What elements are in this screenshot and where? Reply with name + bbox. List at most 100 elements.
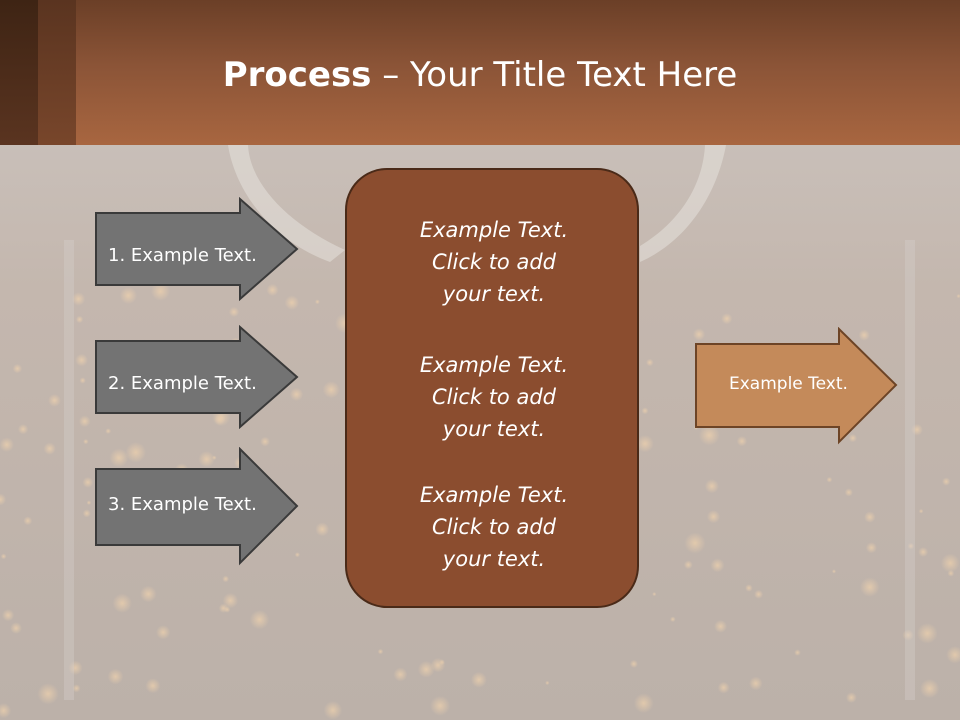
header-accent-medium [38,0,76,145]
bokeh-light [222,575,230,583]
bokeh-light [266,283,279,297]
bokeh-light [907,542,915,550]
bokeh-light [848,433,857,443]
bokeh-light [10,622,22,634]
bokeh-light [107,668,124,685]
bokeh-light [736,436,748,447]
bokeh-light [0,437,14,452]
center-block-3-line-1: Example Text. [419,483,569,507]
bokeh-light [140,585,157,603]
bokeh-light [214,414,226,426]
bokeh-light [105,428,112,434]
bokeh-light [918,547,929,557]
bokeh-light [670,616,676,623]
bokeh-light [2,609,15,622]
bokeh-light [745,584,753,592]
bokeh-light [710,558,725,573]
bokeh-light [119,286,138,305]
bokeh-light [222,592,239,609]
bokeh-light [0,493,7,506]
bokeh-light [439,659,445,666]
title-bold-word: Process [222,55,372,95]
bokeh-light [23,516,33,526]
center-text-block-1: Example Text. Click to add your text. [347,214,641,310]
bokeh-light [212,455,217,461]
center-block-1-line-3: your text. [442,282,546,306]
bokeh-light [75,353,88,367]
center-text-block-3: Example Text. Click to add your text. [347,479,641,575]
bokeh-light [78,415,91,428]
center-text-block-2: Example Text. Click to add your text. [347,349,641,445]
bokeh-light [315,522,330,537]
bokeh-light [864,511,876,523]
header-accent-dark [0,0,38,145]
bokeh-light [911,423,923,436]
slide-title: Process – Your Title Text Here [0,52,960,98]
right-arrow-label: Example Text. [729,374,848,394]
bokeh-light [48,393,61,407]
bokeh-light [947,569,955,577]
bokeh-light [125,442,147,463]
bokeh-light [430,695,451,716]
bokeh-light [323,701,343,720]
bokeh-light [260,436,270,447]
bokeh-light [0,703,12,719]
bokeh-light [748,676,763,691]
bokeh-light [641,407,649,415]
left-arrow-1-label: 1. Example Text. [108,245,257,266]
bokeh-light [754,589,764,599]
bokeh-light [940,553,960,573]
bokeh-light [652,592,657,597]
bokeh-light [145,678,161,694]
bokeh-light [858,329,870,341]
bokeh-light [692,328,706,341]
center-block-1-line-2: Click to add [431,250,556,274]
bokeh-light [377,648,384,655]
bokeh-light [794,649,801,656]
bokeh-light [706,510,721,524]
center-block-2-line-1: Example Text. [419,353,569,377]
bokeh-light [946,646,960,664]
bokeh-light [12,363,23,374]
bokeh-light [942,477,951,486]
bokeh-light [956,293,960,299]
right-arrow [695,327,898,445]
bokeh-light [831,569,837,574]
bokeh-light [284,295,300,311]
bokeh-light [859,577,880,597]
bokeh-light [714,619,728,633]
bokeh-light [704,479,719,494]
center-block-1-line-1: Example Text. [419,218,569,242]
bokeh-light [289,387,304,402]
left-arrow-2-label: 2. Example Text. [108,373,257,394]
bokeh-light [71,292,86,306]
bokeh-light [79,377,86,384]
center-block-3-line-3: your text. [442,547,546,571]
bokeh-light [918,508,924,514]
bokeh-light [633,693,654,714]
bokeh-light [86,500,92,506]
bokeh-light [545,680,550,686]
bokeh-light [826,476,833,483]
bokeh-light [109,448,129,468]
bokeh-light [844,488,853,497]
title-rest: – Your Title Text Here [371,55,738,95]
bokeh-light [198,451,215,468]
bokeh-light [717,681,730,694]
center-text-box: Example Text. Click to add your text. Ex… [345,168,639,608]
bokeh-light [112,593,132,613]
bokeh-light [37,683,59,705]
left-arrow-3-label: 3. Example Text. [108,494,257,515]
bokeh-light [916,623,938,644]
bokeh-light [684,532,706,554]
bokeh-light [846,692,857,703]
left-arrow-3 [95,447,299,566]
bokeh-light [150,281,171,301]
bokeh-light [698,424,720,446]
bokeh-light [470,671,487,688]
bokeh-light [294,552,300,558]
bokeh-light [393,667,408,682]
title-bar [0,0,960,145]
bokeh-light [636,435,654,453]
bokeh-light [417,660,435,678]
